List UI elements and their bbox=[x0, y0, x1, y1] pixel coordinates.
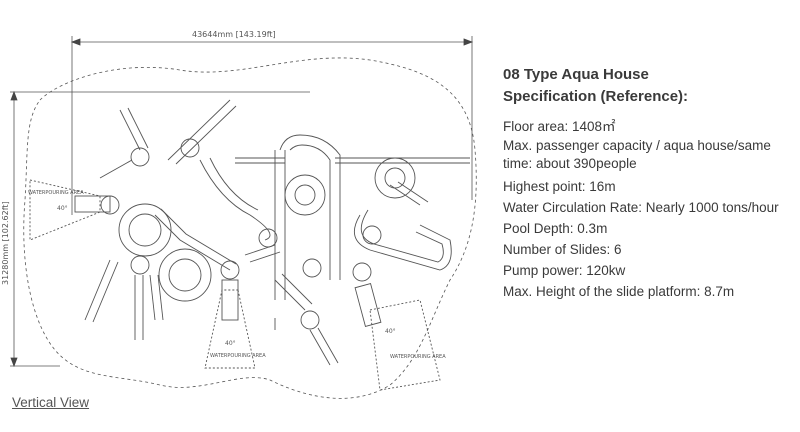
specification-panel: 08 Type Aqua House Specification (Refere… bbox=[503, 64, 798, 302]
highest-point-text: Highest point: 16m bbox=[503, 179, 616, 194]
pouring-area-label-center: WATERPOURING AREA bbox=[210, 353, 266, 359]
spec-title: 08 Type Aqua House Specification (Refere… bbox=[503, 64, 798, 108]
floor-area-text: Floor area: 1408㎡ bbox=[503, 119, 616, 134]
circulation-text: Water Circulation Rate: Nearly 1000 tons… bbox=[503, 200, 779, 215]
angle-label-left: 40° bbox=[57, 205, 68, 212]
pump-power-text: Pump power: 120kw bbox=[503, 263, 626, 278]
spec-title-line2: Specification (Reference): bbox=[503, 88, 689, 105]
vertical-view-link[interactable]: Vertical View bbox=[12, 395, 90, 410]
pouring-area-label-left: WATERPOURING AREA bbox=[28, 190, 84, 196]
spec-title-line1: 08 Type Aqua House bbox=[503, 66, 649, 83]
pool-depth-text: Pool Depth: 0.3m bbox=[503, 221, 608, 236]
capacity-text: Max. passenger capacity / aqua house/sam… bbox=[503, 138, 771, 171]
pouring-area-label-right: WATERPOURING AREA bbox=[390, 354, 446, 360]
aqua-house-plan-drawing: 43644mm [143.19ft] 31280mm [102.62ft] 40… bbox=[1, 30, 477, 399]
width-dimension-label: 43644mm [143.19ft] bbox=[192, 30, 276, 39]
platform-height-text: Max. Height of the slide platform: 8.7m bbox=[503, 284, 735, 299]
angle-label-center: 40° bbox=[225, 340, 236, 347]
height-dimension-label: 31280mm [102.62ft] bbox=[1, 201, 10, 285]
slides-count-text: Number of Slides: 6 bbox=[503, 242, 622, 257]
angle-label-right: 40° bbox=[385, 328, 396, 335]
